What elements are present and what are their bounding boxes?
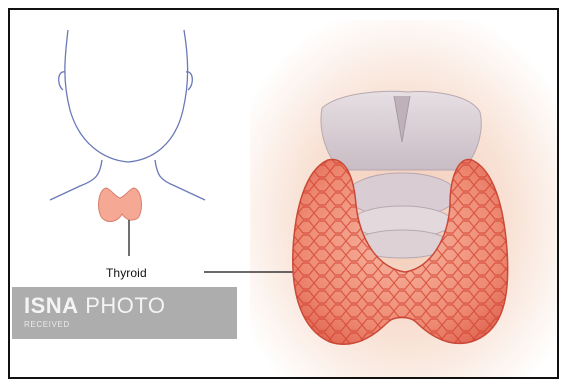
watermark-brand-bold: ISNA — [24, 293, 79, 318]
watermark-brand-light: PHOTO — [85, 293, 165, 318]
image-frame: Thyroid ISNA PHOTO RECEIVED — [8, 8, 559, 379]
small-thyroid-icon — [99, 188, 142, 221]
watermark: ISNA PHOTO RECEIVED — [12, 287, 237, 339]
head-outline-icon — [50, 30, 205, 200]
watermark-subtitle: RECEIVED — [24, 320, 70, 329]
watermark-brand: ISNA PHOTO — [24, 293, 166, 319]
thyroid-label: Thyroid — [106, 266, 147, 280]
